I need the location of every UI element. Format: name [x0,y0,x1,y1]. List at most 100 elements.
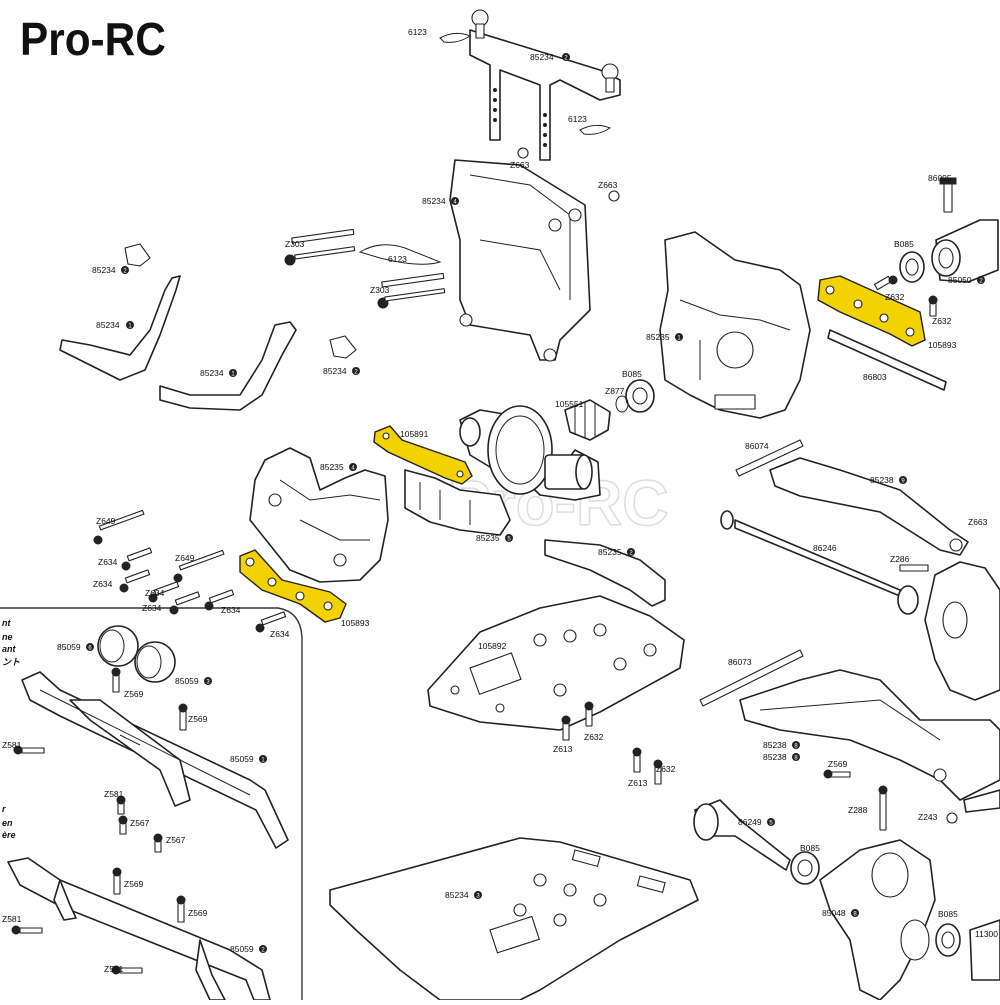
wing-mount-left [59,243,357,411]
part-label: B085 [622,369,642,379]
part-label: Z613 [553,744,573,754]
callout-number: 1 [677,336,681,342]
screw-z569 [829,771,851,778]
part-label: Z286 [890,554,910,564]
part-label: Z581 [104,964,124,974]
callout-number: 3 [476,894,480,900]
steering-knuckle [819,839,936,1001]
lower-arm-right [739,669,1000,801]
front-driveshaft [693,799,820,885]
part-label: 85234 [200,368,224,378]
part-label: Z632 [584,732,604,742]
callout-number: 5 [769,821,773,827]
part-label: 6123 [408,27,427,37]
hub-carrier-right [924,561,1000,701]
callout-number: 3 [206,680,210,686]
differential [459,405,601,501]
axle-11300 [969,919,1000,981]
callout-number: 8 [853,912,857,918]
box-fragment: r [2,804,6,814]
long-screws [284,228,446,309]
part-label: 105892 [478,641,507,651]
brand-logo-text: Pro-RC [20,13,166,65]
part-label: Z613 [628,778,648,788]
callout-number: 2 [564,56,568,62]
part-label: 85234 [530,52,554,62]
front-brace-holes [245,557,333,611]
part-label: 85059 [57,642,81,652]
part-label: B085 [938,909,958,919]
rear-bulkhead-upper [449,159,591,362]
callout-number: 8 [794,744,798,750]
callout-number: 6 [88,646,92,652]
part-label: Z569 [124,879,144,889]
diff-parts [564,379,655,441]
screw-head [823,769,833,779]
part-label: Z569 [828,759,848,769]
callout-number: 4 [351,466,355,472]
part-label: Z581 [2,914,22,924]
part-label: Z649 [96,516,116,526]
part-label: Z634 [145,588,165,598]
chassis-screws [561,701,663,785]
box-fragment: en [2,818,13,828]
highlighted-hinge-pin-brace-front [239,549,347,623]
callout-number: 4 [453,200,457,206]
callout-number: 2 [354,370,358,376]
box-fragment: ère [2,830,16,840]
part-label: 85234 [323,366,347,376]
part-label: Z569 [188,714,208,724]
brace-hole [382,432,390,440]
part-label: Z569 [124,689,144,699]
part-label: 86803 [863,372,887,382]
brace-screws [93,509,287,633]
nut [608,190,620,202]
part-label: 85235 [320,462,344,472]
part-label: Z877 [605,386,625,396]
box-fragment: ant [2,644,17,654]
part-label: 85050 [948,275,972,285]
part-label: 85059 [175,676,199,686]
highlighted-hinge-pin-brace-rear [817,275,926,347]
bearing-bore [941,931,955,949]
bumper-screws [11,667,188,975]
part-label: Z663 [968,517,988,527]
part-label: 105893 [341,618,370,628]
pin-head [878,785,888,795]
part-label: Z634 [142,603,162,613]
part-label: 86249 [738,817,762,827]
part-label: 11300 [975,929,998,939]
part-label: Z303 [285,239,305,249]
part-label: 105551 [555,399,584,409]
part-label: Z581 [104,789,124,799]
highlighted-upper-brace [373,425,473,485]
pin-z286 [899,564,929,572]
driveshaft [720,510,919,615]
part-label: 85059 [230,944,254,954]
part-label: Z632 [885,292,905,302]
part-label: 105893 [928,340,957,350]
bumper-pads [97,625,176,683]
callout-number: 1 [231,372,235,378]
callout-number: 1 [261,758,265,764]
part-label: 85234 [92,265,116,275]
part-label: Z634 [221,605,241,615]
box-fragment: ne [2,632,13,642]
part-label: B085 [800,843,820,853]
part-label: 85238 [870,475,894,485]
part-label: Z634 [270,629,290,639]
callout-number: 2 [979,279,983,285]
part-label: Z632 [656,764,676,774]
part-label: 85235 [476,533,500,543]
nut-z243 [946,812,958,824]
callout-number: 2 [629,551,633,557]
part-label: Z303 [370,285,390,295]
part-label: Z567 [130,818,150,828]
part-label: Z569 [188,908,208,918]
part-label: 85235 [646,332,670,342]
callout-number: 2 [123,269,127,275]
rear-shock-tower [469,9,621,161]
part-label: 86095 [928,173,952,183]
part-label: 6123 [568,114,587,124]
